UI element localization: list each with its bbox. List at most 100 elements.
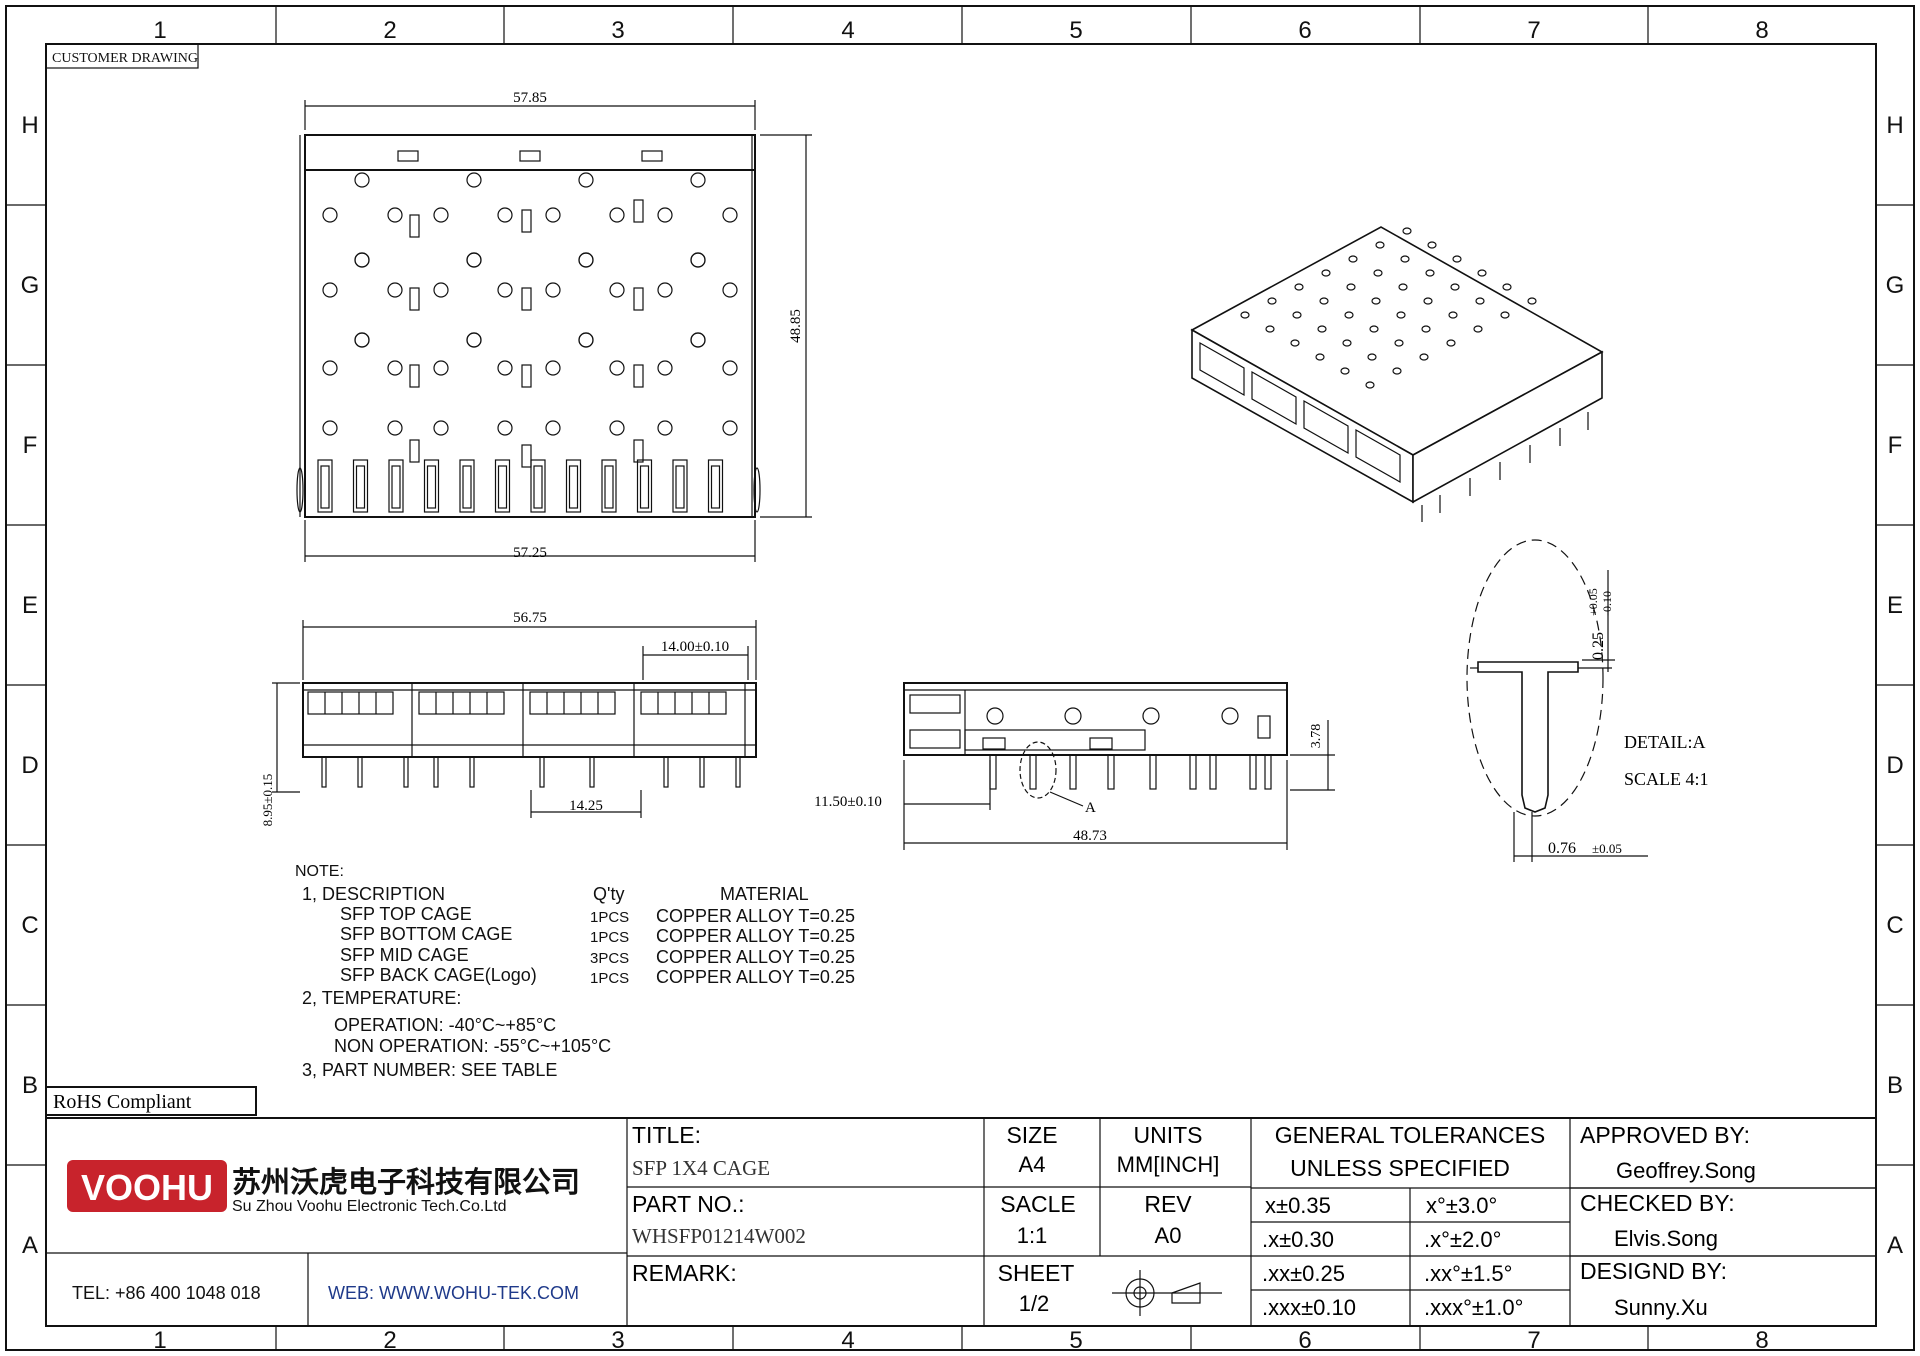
row-label-right: B — [1887, 1072, 1903, 1099]
tol-angular: .xxx°±1.0° — [1424, 1295, 1523, 1320]
scale-value: 1:1 — [1017, 1223, 1048, 1248]
vent-hole — [466, 172, 482, 188]
title-block: VOOHU 苏州沃虎电子科技有限公司 Su Zhou Voohu Electro… — [46, 1117, 1876, 1326]
row-label-left: H — [21, 112, 38, 139]
side-pin — [1029, 754, 1037, 790]
iso-vent-hole — [1294, 283, 1304, 291]
detail-a-marker: A — [1085, 800, 1096, 816]
iso-vent-hole — [1265, 325, 1275, 333]
spring-finger — [317, 459, 333, 513]
spring-finger — [388, 459, 404, 513]
spring-finger — [352, 459, 369, 513]
spring-finger-inner — [533, 465, 543, 509]
temp-non-operation: NON OPERATION: -55°C~+105°C — [334, 1036, 611, 1056]
tol-linear: .x±0.30 — [1262, 1227, 1334, 1252]
iso-vent-hole — [1344, 311, 1354, 319]
part-material: COPPER ALLOY T=0.25 — [656, 947, 855, 967]
spring-finger-inner — [568, 465, 579, 509]
approved-label: APPROVED BY: — [1580, 1122, 1750, 1148]
front-pin — [433, 756, 439, 788]
iso-vent-hole — [1315, 353, 1325, 361]
vent-hole — [354, 252, 370, 268]
side-pin — [1264, 754, 1272, 790]
iso-port-openings — [1199, 341, 1401, 484]
temp-operation: OPERATION: -40°C~+85°C — [334, 1015, 556, 1035]
vent-hole — [433, 360, 449, 376]
spring-finger — [636, 459, 653, 513]
tol-angular: .xx°±1.5° — [1424, 1261, 1512, 1286]
tol-angular: x°±3.0° — [1426, 1193, 1497, 1218]
company-web[interactable]: WEB: WWW.WOHU-TEK.COM — [328, 1283, 579, 1303]
iso-vent-hole — [1502, 283, 1512, 291]
title-label: TITLE: — [632, 1122, 701, 1148]
iso-vent-hole — [1290, 339, 1300, 347]
port-window — [307, 691, 394, 715]
part-material: COPPER ALLOY T=0.25 — [656, 926, 855, 946]
vent-hole — [609, 282, 625, 298]
row-label-right: G — [1886, 272, 1905, 299]
spring-finger-inner — [391, 465, 401, 509]
col-label-top: 3 — [611, 17, 624, 44]
part-name: SFP BOTTOM CAGE — [340, 924, 512, 944]
part-material: COPPER ALLOY T=0.25 — [656, 906, 855, 926]
company-tel: TEL: +86 400 1048 018 — [72, 1283, 261, 1303]
vent-hole — [354, 332, 370, 348]
port-window — [529, 691, 616, 715]
vent-hole — [387, 282, 403, 298]
col-label-bottom: 5 — [1069, 1327, 1082, 1354]
side-pin — [1107, 754, 1115, 790]
vent-hole — [578, 332, 594, 348]
iso-vent-hole — [1477, 269, 1487, 277]
side-pins — [989, 754, 1272, 790]
detail-scale: SCALE 4:1 — [1624, 769, 1709, 789]
spring-finger — [494, 459, 511, 513]
vent-hole — [466, 332, 482, 348]
dim-top-width-upper: 57.85 — [513, 90, 547, 106]
spring-finger — [601, 459, 617, 513]
part-qty: 1PCS — [590, 909, 629, 926]
rev-label: REV — [1144, 1191, 1192, 1217]
tol-linear: .xx±0.25 — [1262, 1261, 1345, 1286]
dim-top-width-lower: 57.25 — [513, 545, 547, 561]
vent-hole — [609, 420, 625, 436]
iso-vent-hole — [1292, 311, 1302, 319]
spring-finger — [459, 459, 475, 513]
iso-vent-hole — [1425, 269, 1435, 277]
scale-label: SACLE — [1000, 1191, 1075, 1217]
spring-finger-inner — [675, 465, 685, 509]
row-label-left: D — [21, 752, 38, 779]
iso-vent-hole — [1369, 325, 1379, 333]
vent-hole — [545, 360, 561, 376]
sheet-label: SHEET — [998, 1260, 1075, 1286]
vent-hole — [387, 420, 403, 436]
iso-vent-hole — [1321, 269, 1331, 277]
drawing-title: SFP 1X4 CAGE — [632, 1156, 770, 1180]
iso-vent-hole — [1475, 297, 1485, 305]
vent-hole — [657, 420, 673, 436]
iso-vent-hole — [1396, 311, 1406, 319]
row-label-right: A — [1887, 1232, 1903, 1259]
iso-vent-hole — [1448, 311, 1458, 319]
col-label-bottom: 4 — [841, 1327, 854, 1354]
dim-side-offset: 11.50±0.10 — [814, 794, 882, 810]
col-label-bottom: 7 — [1527, 1327, 1540, 1354]
spring-finger-inner — [710, 465, 721, 509]
front-pin — [539, 756, 545, 788]
vent-hole — [609, 360, 625, 376]
iso-vent-hole — [1402, 227, 1412, 235]
front-pin — [735, 756, 741, 788]
iso-port-opening — [1355, 428, 1401, 484]
latch-slots — [409, 199, 644, 468]
stamp-box — [45, 43, 199, 69]
customer-drawing-stamp: CUSTOMER DRAWING — [52, 51, 198, 66]
detail-pin-profile — [1477, 661, 1579, 813]
side-view-outline — [903, 682, 1288, 756]
side-view: A 48.73 11.50±0.10 3.78 — [814, 682, 1335, 850]
iso-vent-hole — [1452, 255, 1462, 263]
vent-hole — [657, 282, 673, 298]
detail-boundary — [1466, 539, 1604, 817]
iso-vent-hole — [1342, 339, 1352, 347]
top-view: 57.85 57.25 48.85 — [296, 90, 812, 562]
outer-border — [5, 5, 1915, 1351]
top-view-outline — [304, 134, 756, 518]
